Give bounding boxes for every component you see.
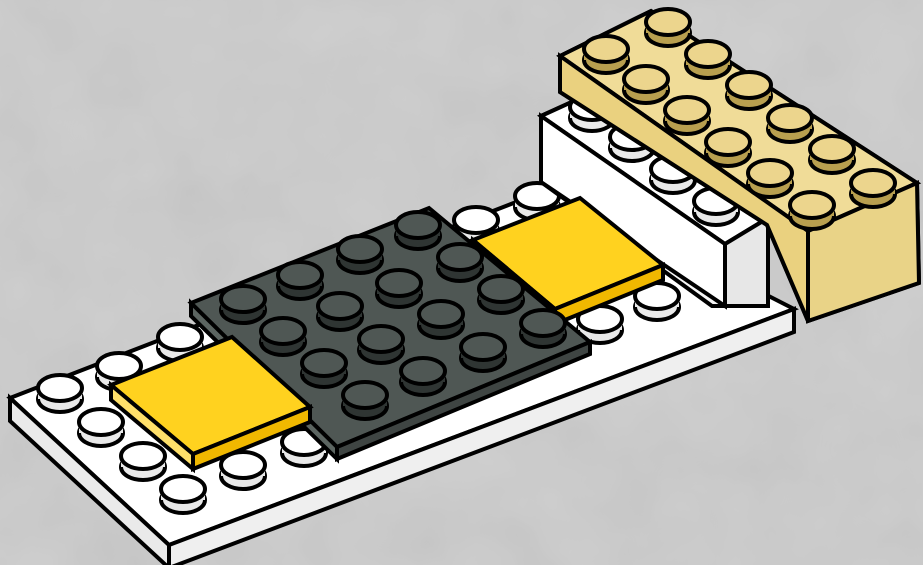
lego-assembly-svg <box>0 0 923 565</box>
lego-build-step-illustration <box>0 0 923 565</box>
